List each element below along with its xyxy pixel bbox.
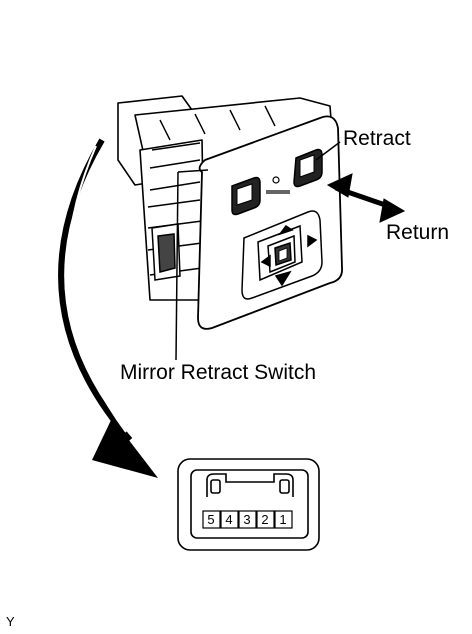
pin-number-1: 1	[279, 512, 287, 527]
pin-box-1	[274, 510, 293, 529]
pin-number-4: 4	[225, 512, 233, 527]
pin-number-5: 5	[207, 512, 215, 527]
return-label: Return	[386, 221, 450, 244]
connector-pin-row	[202, 510, 293, 529]
connector-housing	[177, 458, 320, 551]
pin-box-3	[238, 510, 257, 529]
indicator-dot	[272, 176, 280, 184]
left-selector-button	[231, 176, 261, 216]
mirror-retract-switch-label: Mirror Retract Switch	[120, 361, 317, 384]
retract-return-arrow	[326, 173, 406, 223]
pin-number-3: 3	[243, 512, 251, 527]
pin-number-2: 2	[261, 512, 269, 527]
retract-button	[293, 148, 323, 188]
connector-view-arrow	[58, 138, 158, 478]
pin-box-4	[220, 510, 239, 529]
side-locking-tab	[151, 223, 181, 281]
mirror-adjust-pad	[241, 210, 323, 300]
leader-lines	[175, 141, 341, 361]
pin-box-2	[256, 510, 275, 529]
bezel-marking	[266, 190, 290, 194]
figure-id-label: Y	[6, 614, 15, 629]
pin-box-5	[202, 510, 221, 529]
retract-label: Retract	[343, 127, 411, 150]
